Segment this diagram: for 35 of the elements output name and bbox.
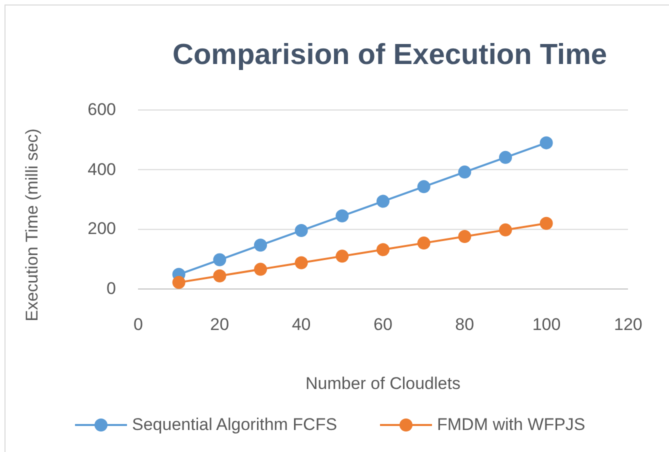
legend-label: FMDM with WFPJS <box>437 415 586 435</box>
point <box>213 269 226 282</box>
point <box>499 150 512 164</box>
point <box>458 166 472 179</box>
point <box>294 256 308 270</box>
point <box>376 194 390 208</box>
point <box>540 216 553 230</box>
axis-tick-label: 120 <box>614 315 642 335</box>
point <box>376 243 390 256</box>
point <box>336 209 349 222</box>
point <box>294 224 308 238</box>
axis-tick-label: 100 <box>532 315 561 335</box>
point <box>458 230 472 243</box>
axis-tick-label: 40 <box>292 315 311 335</box>
axis-tick-label: 200 <box>88 219 116 240</box>
axis-tick-label: 600 <box>88 100 116 120</box>
point <box>254 238 267 252</box>
point <box>254 262 267 276</box>
axis-tick-label: 0 <box>134 315 143 335</box>
point <box>336 250 349 263</box>
point <box>540 136 553 150</box>
axis-tick-label: 60 <box>374 315 392 335</box>
axis-title: Execution Time (milli sec) <box>22 128 42 322</box>
axis-title: Number of Cloudlets <box>306 374 460 394</box>
chart-title: Comparision of Execution Time <box>172 38 608 72</box>
legend-label: Sequential Algorithm FCFS <box>132 415 338 435</box>
point <box>499 223 512 236</box>
point <box>417 236 430 250</box>
axis-tick-label: 20 <box>210 315 230 335</box>
axis-tick-label: 80 <box>455 315 474 335</box>
axis-tick-label: 400 <box>88 160 116 180</box>
point <box>417 180 430 194</box>
axis-tick-label: 0 <box>106 279 116 299</box>
point <box>213 253 226 266</box>
point <box>172 276 186 289</box>
